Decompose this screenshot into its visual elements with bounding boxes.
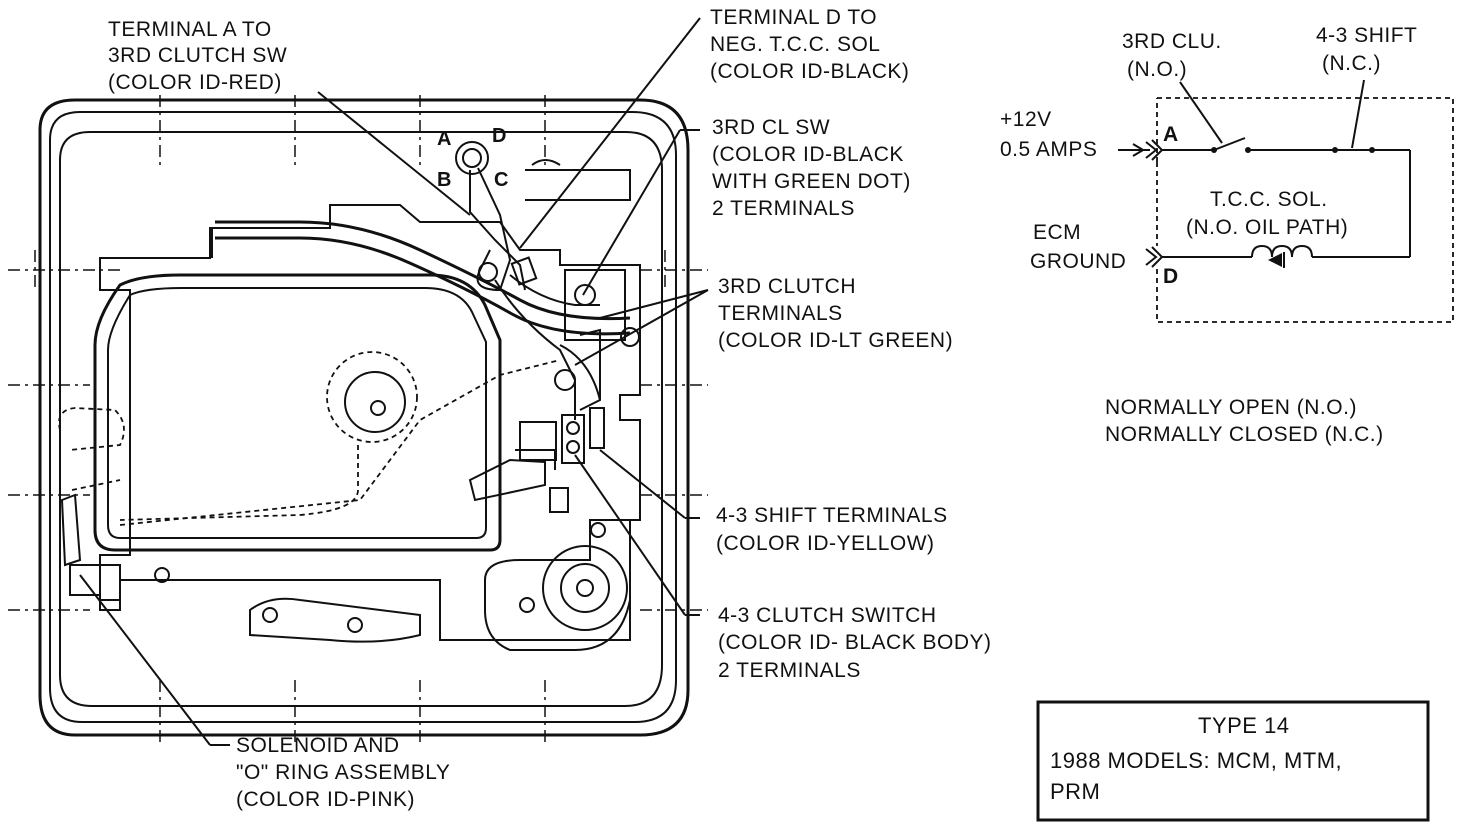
solenoid-line-2: "O" RING ASSEMBLY xyxy=(236,761,450,784)
legend-normally-closed: NORMALLY CLOSED (N.C.) xyxy=(1105,423,1384,446)
schematic-pin-d: D xyxy=(1163,265,1178,288)
callout-4-3-shift-terminals: 4-3 SHIFT TERMINALS (COLOR ID-YELLOW) xyxy=(716,504,948,555)
callout-4-3-clutch-switch: 4-3 CLUTCH SWITCH (COLOR ID- BLACK BODY)… xyxy=(718,604,992,682)
callout-solenoid-assembly: SOLENOID AND "O" RING ASSEMBLY (COLOR ID… xyxy=(236,734,450,811)
callout-3rd-clutch-terminals: 3RD CLUTCH TERMINALS (COLOR ID-LT GREEN) xyxy=(718,275,953,352)
ground-line-1: ECM xyxy=(1033,221,1081,244)
solenoid-line-3: (COLOR ID-PINK) xyxy=(236,788,415,811)
switch-43-shift-line-2: (N.C.) xyxy=(1322,52,1381,75)
switch-3rd-clu-line-1: 3RD CLU. xyxy=(1122,30,1222,53)
third-clutch-line-3: (COLOR ID-LT GREEN) xyxy=(718,329,953,352)
type-box-models-cont: PRM xyxy=(1050,779,1100,804)
terminal-a-line-1: TERMINAL A TO xyxy=(108,18,272,41)
connector-letter-c: C xyxy=(494,169,508,191)
terminal-d-line-1: TERMINAL D TO xyxy=(710,6,877,29)
third-cl-sw-line-2: (COLOR ID-BLACK xyxy=(712,143,904,166)
svg-text:TERMINAL A TO: TERMINAL A TO xyxy=(108,18,272,41)
third-clutch-line-1: 3RD CLUTCH xyxy=(718,275,856,298)
third-cl-sw-line-4: 2 TERMINALS xyxy=(712,197,855,220)
solenoid-label-line-1: T.C.C. SOL. xyxy=(1210,188,1328,211)
terminal-d-line-3: (COLOR ID-BLACK) xyxy=(710,60,909,83)
tcc-schematic: 3RD CLU. (N.O.) 4-3 SHIFT (N.C.) +12V 0.… xyxy=(1000,24,1454,323)
clutch-43-line-1: 4-3 CLUTCH SWITCH xyxy=(718,604,937,627)
callout-terminal-a: TERMINAL A TO 3RD CLUTCH SW (COLOR ID-RE… xyxy=(108,18,287,94)
legend-normally-open: NORMALLY OPEN (N.O.) xyxy=(1105,396,1357,419)
connector-letter-a: A xyxy=(437,128,451,150)
supply-line-2: 0.5 AMPS xyxy=(1000,138,1097,161)
third-cl-sw-line-1: 3RD CL SW xyxy=(712,116,830,139)
legend: NORMALLY OPEN (N.O.) NORMALLY CLOSED (N.… xyxy=(1105,396,1384,446)
callout-terminal-d: TERMINAL D TO NEG. T.C.C. SOL (COLOR ID-… xyxy=(710,6,909,83)
connector-letter-d: D xyxy=(492,125,506,147)
third-cl-sw-line-3: WITH GREEN DOT) xyxy=(712,170,911,193)
clutch-43-line-3: 2 TERMINALS xyxy=(718,659,861,682)
solenoid-label-line-2: (N.O. OIL PATH) xyxy=(1186,216,1348,239)
terminal-d-line-2: NEG. T.C.C. SOL xyxy=(710,33,881,56)
callout-3rd-cl-sw: 3RD CL SW (COLOR ID-BLACK WITH GREEN DOT… xyxy=(712,116,911,220)
shift-43-line-1: 4-3 SHIFT TERMINALS xyxy=(716,504,948,527)
clutch-43-line-2: (COLOR ID- BLACK BODY) xyxy=(718,631,992,654)
connector-letter-b: B xyxy=(437,169,451,191)
type-box: TYPE 14 1988 MODELS: MCM, MTM, PRM xyxy=(1036,700,1430,822)
type-box-models: 1988 MODELS: MCM, MTM, xyxy=(1050,748,1342,773)
terminal-a-line-3: (COLOR ID-RED) xyxy=(108,71,282,94)
switch-3rd-clu-line-2: (N.O.) xyxy=(1127,58,1187,81)
ground-line-2: GROUND xyxy=(1030,250,1126,273)
supply-line-1: +12V xyxy=(1000,108,1052,131)
transmission-pan xyxy=(8,95,708,745)
type-box-title: TYPE 14 xyxy=(1198,713,1290,738)
schematic-pin-a: A xyxy=(1163,123,1178,146)
third-clutch-line-2: TERMINALS xyxy=(718,302,843,325)
leader-lines xyxy=(79,17,709,746)
terminal-a-line-2: 3RD CLUTCH SW xyxy=(108,44,287,67)
solenoid-line-1: SOLENOID AND xyxy=(236,734,400,757)
connector-letters: A D B C xyxy=(437,125,508,191)
shift-43-line-2: (COLOR ID-YELLOW) xyxy=(716,532,935,555)
switch-43-shift-line-1: 4-3 SHIFT xyxy=(1316,24,1417,47)
